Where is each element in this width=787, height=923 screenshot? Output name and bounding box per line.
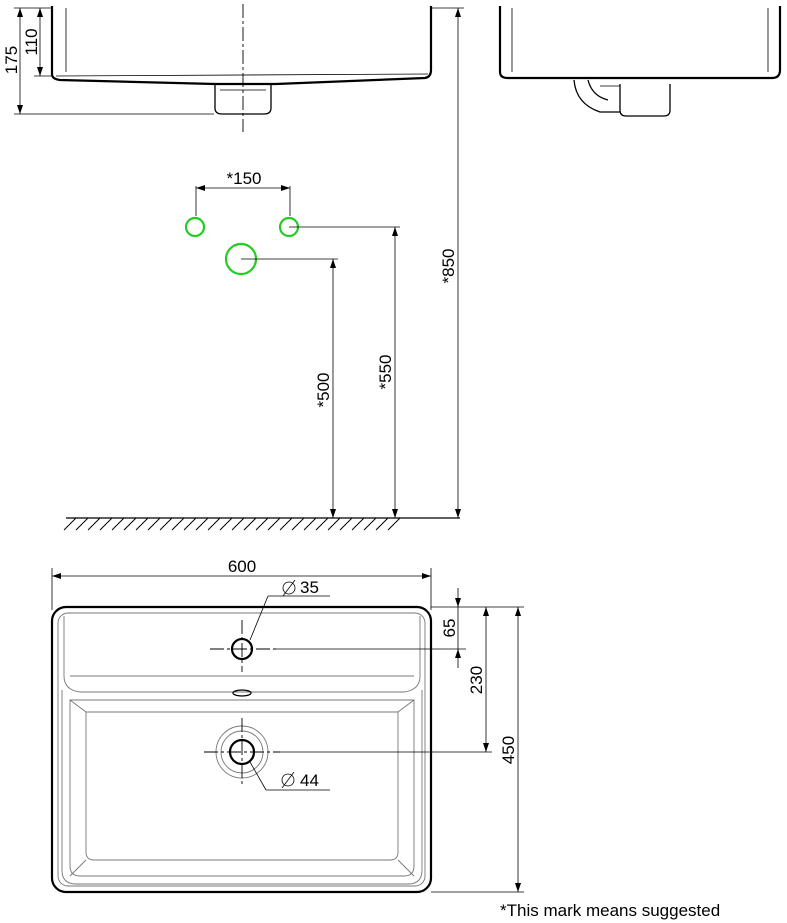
dim-drain-diameter: 44 [300,771,319,790]
dim-tap-offset: 65 [440,619,459,638]
footnote: *This mark means suggested [500,901,720,920]
overflow-hole [232,689,252,697]
dim-tap-height: *550 [376,355,395,390]
dim-height-bowl: 110 [22,28,41,55]
dim-rim-height: *850 [439,249,458,284]
installation-view: *150 *500 *550 *850 [63,7,464,531]
dim-drain-offset: 230 [467,666,486,694]
tap-hole-left-marker [184,216,206,238]
dim-drain-height: *500 [314,373,333,408]
dim-tap-spacing: *150 [227,169,262,188]
dim-width: 600 [228,557,256,576]
floor-hatch [63,517,401,531]
dim-tap-hole-diameter: 35 [300,578,319,597]
dim-height-total: 175 [2,46,21,74]
front-elevation-view: 110 175 [2,4,433,132]
top-plan-view: 600 35 [50,557,524,894]
dim-depth: 450 [499,736,518,764]
side-elevation-view [498,6,782,117]
